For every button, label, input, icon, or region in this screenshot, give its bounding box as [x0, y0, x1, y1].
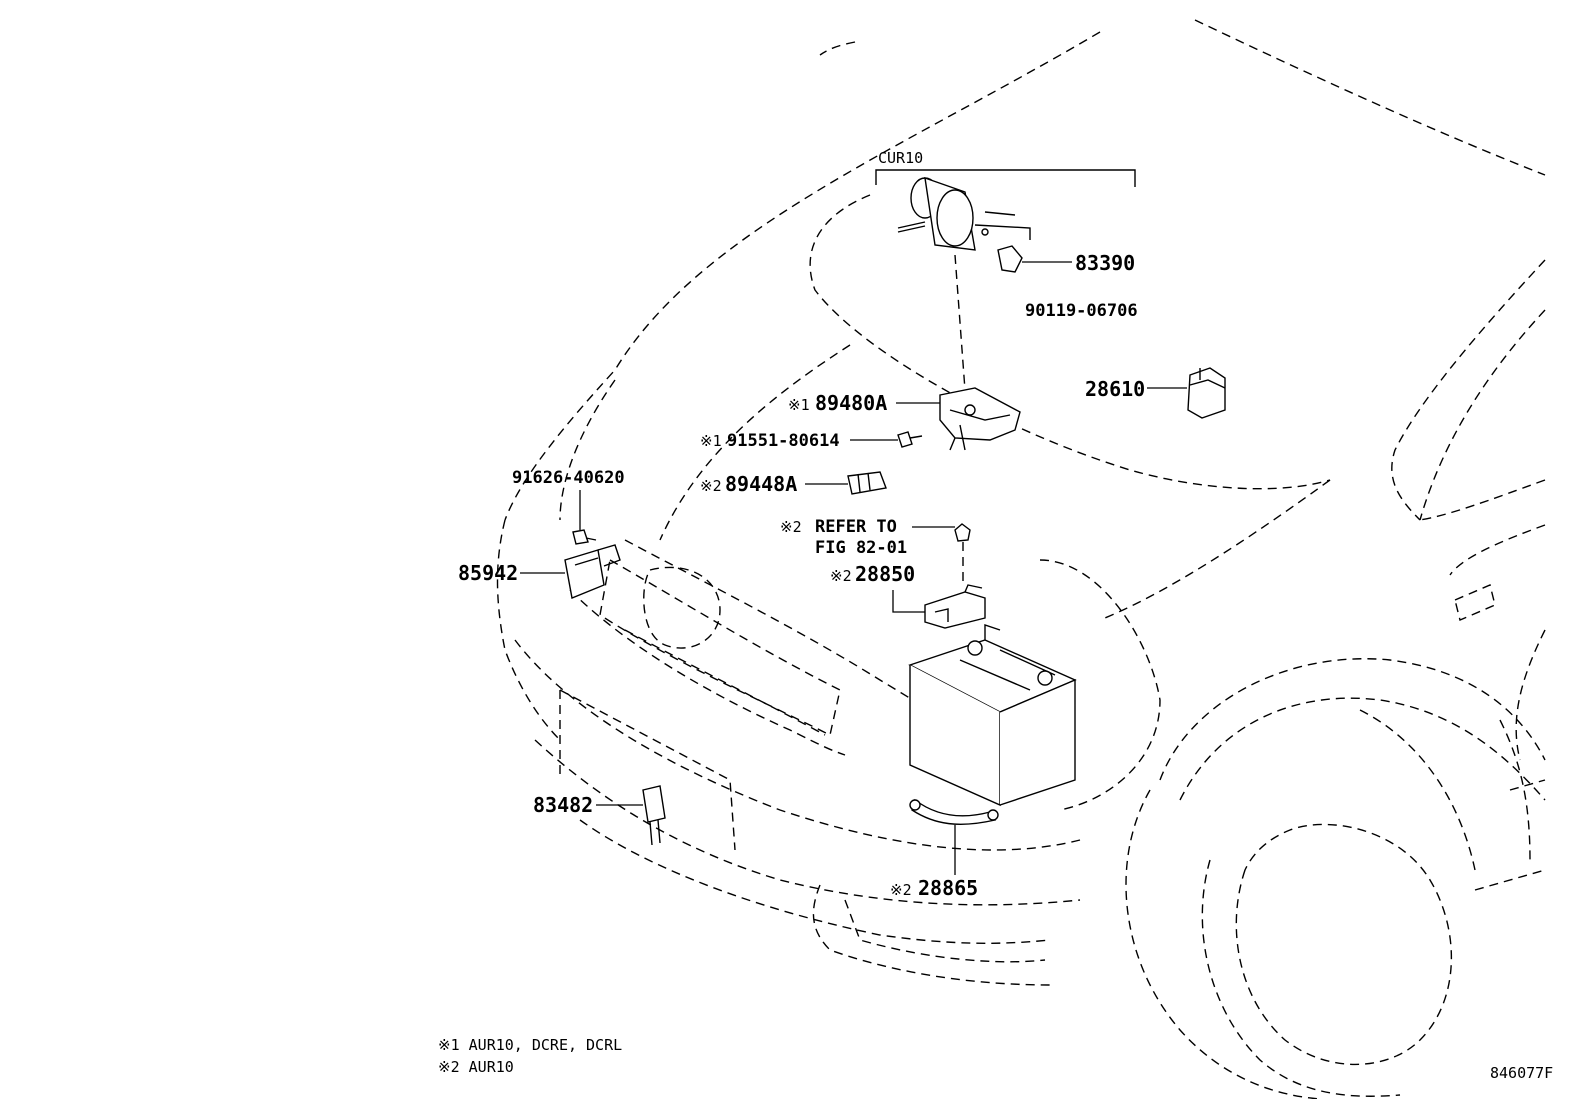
part-number-28850: 28850: [855, 562, 915, 586]
mark-89480A: ※1: [788, 396, 810, 414]
part-91551-80614[interactable]: ※1 91551-80614: [700, 431, 923, 451]
part-83482[interactable]: 83482: [533, 785, 666, 846]
part-28610[interactable]: 28610: [1085, 367, 1226, 419]
figure-id: 846077F: [1490, 1064, 1553, 1082]
footnote-1: ※1 AUR10, DCRE, DCRL: [438, 1036, 622, 1054]
mark-91551: ※1: [700, 432, 722, 450]
refer-line-1: REFER TO: [815, 517, 897, 537]
part-number-91551-80614: 91551-80614: [727, 431, 840, 451]
refer-to-note[interactable]: ※2 REFER TO FIG 82-01: [780, 517, 971, 585]
mark-89448A: ※2: [700, 477, 722, 495]
refer-line-2: FIG 82-01: [815, 538, 907, 558]
part-28850[interactable]: ※2 28850: [830, 562, 986, 629]
part-89448A[interactable]: ※2 89448A: [700, 471, 887, 496]
part-number-28610: 28610: [1085, 377, 1145, 401]
mark-28850: ※2: [830, 567, 852, 585]
part-83390[interactable]: 83390: [997, 245, 1135, 275]
part-28865[interactable]: ※2 28865: [890, 798, 999, 900]
part-number-83482: 83482: [533, 793, 593, 817]
battery-part: [908, 624, 1077, 807]
part-number-28865: 28865: [918, 876, 978, 900]
part-number-83390: 83390: [1075, 251, 1135, 275]
canister-part: [897, 176, 1031, 251]
part-89480A[interactable]: ※1 89480A: [788, 387, 1021, 451]
cur10-label: CUR10: [878, 149, 923, 167]
part-number-90119-06706[interactable]: 90119-06706: [1025, 301, 1138, 321]
part-85942[interactable]: 85942: [458, 544, 621, 599]
part-number-85942: 85942: [458, 561, 518, 585]
cur10-group: CUR10: [875, 149, 1136, 187]
part-number-89448A: 89448A: [725, 472, 797, 496]
mark-28865: ※2: [890, 881, 912, 899]
part-number-91626-40620: 91626-40620: [512, 468, 625, 488]
part-number-89480A: 89480A: [815, 391, 887, 415]
mark-refer: ※2: [780, 518, 802, 536]
part-91626-40620[interactable]: 91626-40620: [512, 468, 625, 545]
footnote-2: ※2 AUR10: [438, 1058, 514, 1076]
vehicle-outline: [496, 19, 1546, 1099]
